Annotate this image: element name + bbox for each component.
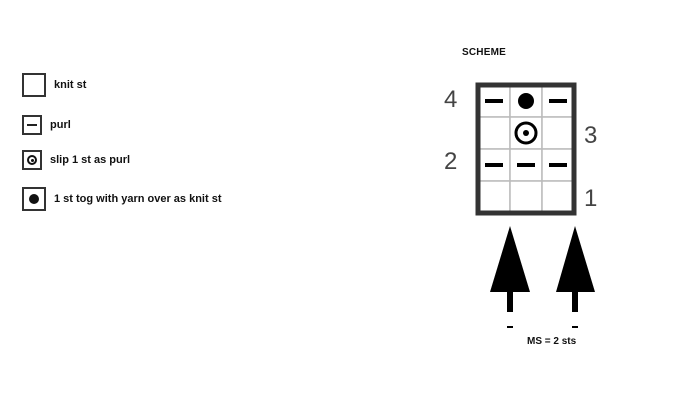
- slip-ring-icon: [22, 150, 42, 170]
- purl-dash-icon: [485, 99, 503, 103]
- scheme-title: SCHEME: [462, 47, 506, 58]
- row-number-1: 1: [584, 185, 598, 212]
- legend-item-dot: 1 st tog with yarn over as knit st: [22, 186, 282, 212]
- repeat-label: MS = 2 sts: [527, 336, 577, 347]
- dot-icon: [22, 187, 46, 211]
- legend-label: slip 1 st as purl: [50, 154, 131, 166]
- arrow-shaft: [507, 290, 513, 312]
- arrow-head: [556, 226, 595, 292]
- slip-ring-center: [523, 130, 529, 136]
- legend-item-purl: purl: [22, 112, 282, 138]
- row-number-3: 3: [584, 122, 598, 149]
- legend-label: 1 st tog with yarn over as knit st: [54, 193, 222, 205]
- arrow-shaft: [572, 290, 578, 312]
- chart-cell: [477, 180, 511, 214]
- chart-border: [475, 82, 577, 216]
- row-number-4: 4: [444, 86, 458, 113]
- dot-icon: [518, 93, 534, 109]
- repeat-arrow-left: [490, 226, 530, 312]
- legend-item-knit: knit st: [22, 72, 282, 98]
- repeat-arrow-right: [556, 226, 595, 312]
- legend-label: knit st: [54, 79, 87, 91]
- purl-dash-icon: [485, 163, 503, 167]
- chart-cell: [509, 180, 543, 214]
- arrow-head: [490, 226, 530, 292]
- purl-dash-icon: [22, 115, 42, 135]
- chart-cell: [477, 116, 511, 150]
- legend-label: purl: [50, 119, 71, 131]
- chart-cell: [541, 116, 575, 150]
- row-number-2: 2: [444, 148, 458, 175]
- knitting-chart-grid: [475, 82, 577, 216]
- purl-dash-icon: [549, 99, 567, 103]
- purl-dash-icon: [549, 163, 567, 167]
- knit-icon: [22, 73, 46, 97]
- chart-cell: [541, 180, 575, 214]
- legend-item-slip: slip 1 st as purl: [22, 147, 282, 173]
- purl-dash-icon: [517, 163, 535, 167]
